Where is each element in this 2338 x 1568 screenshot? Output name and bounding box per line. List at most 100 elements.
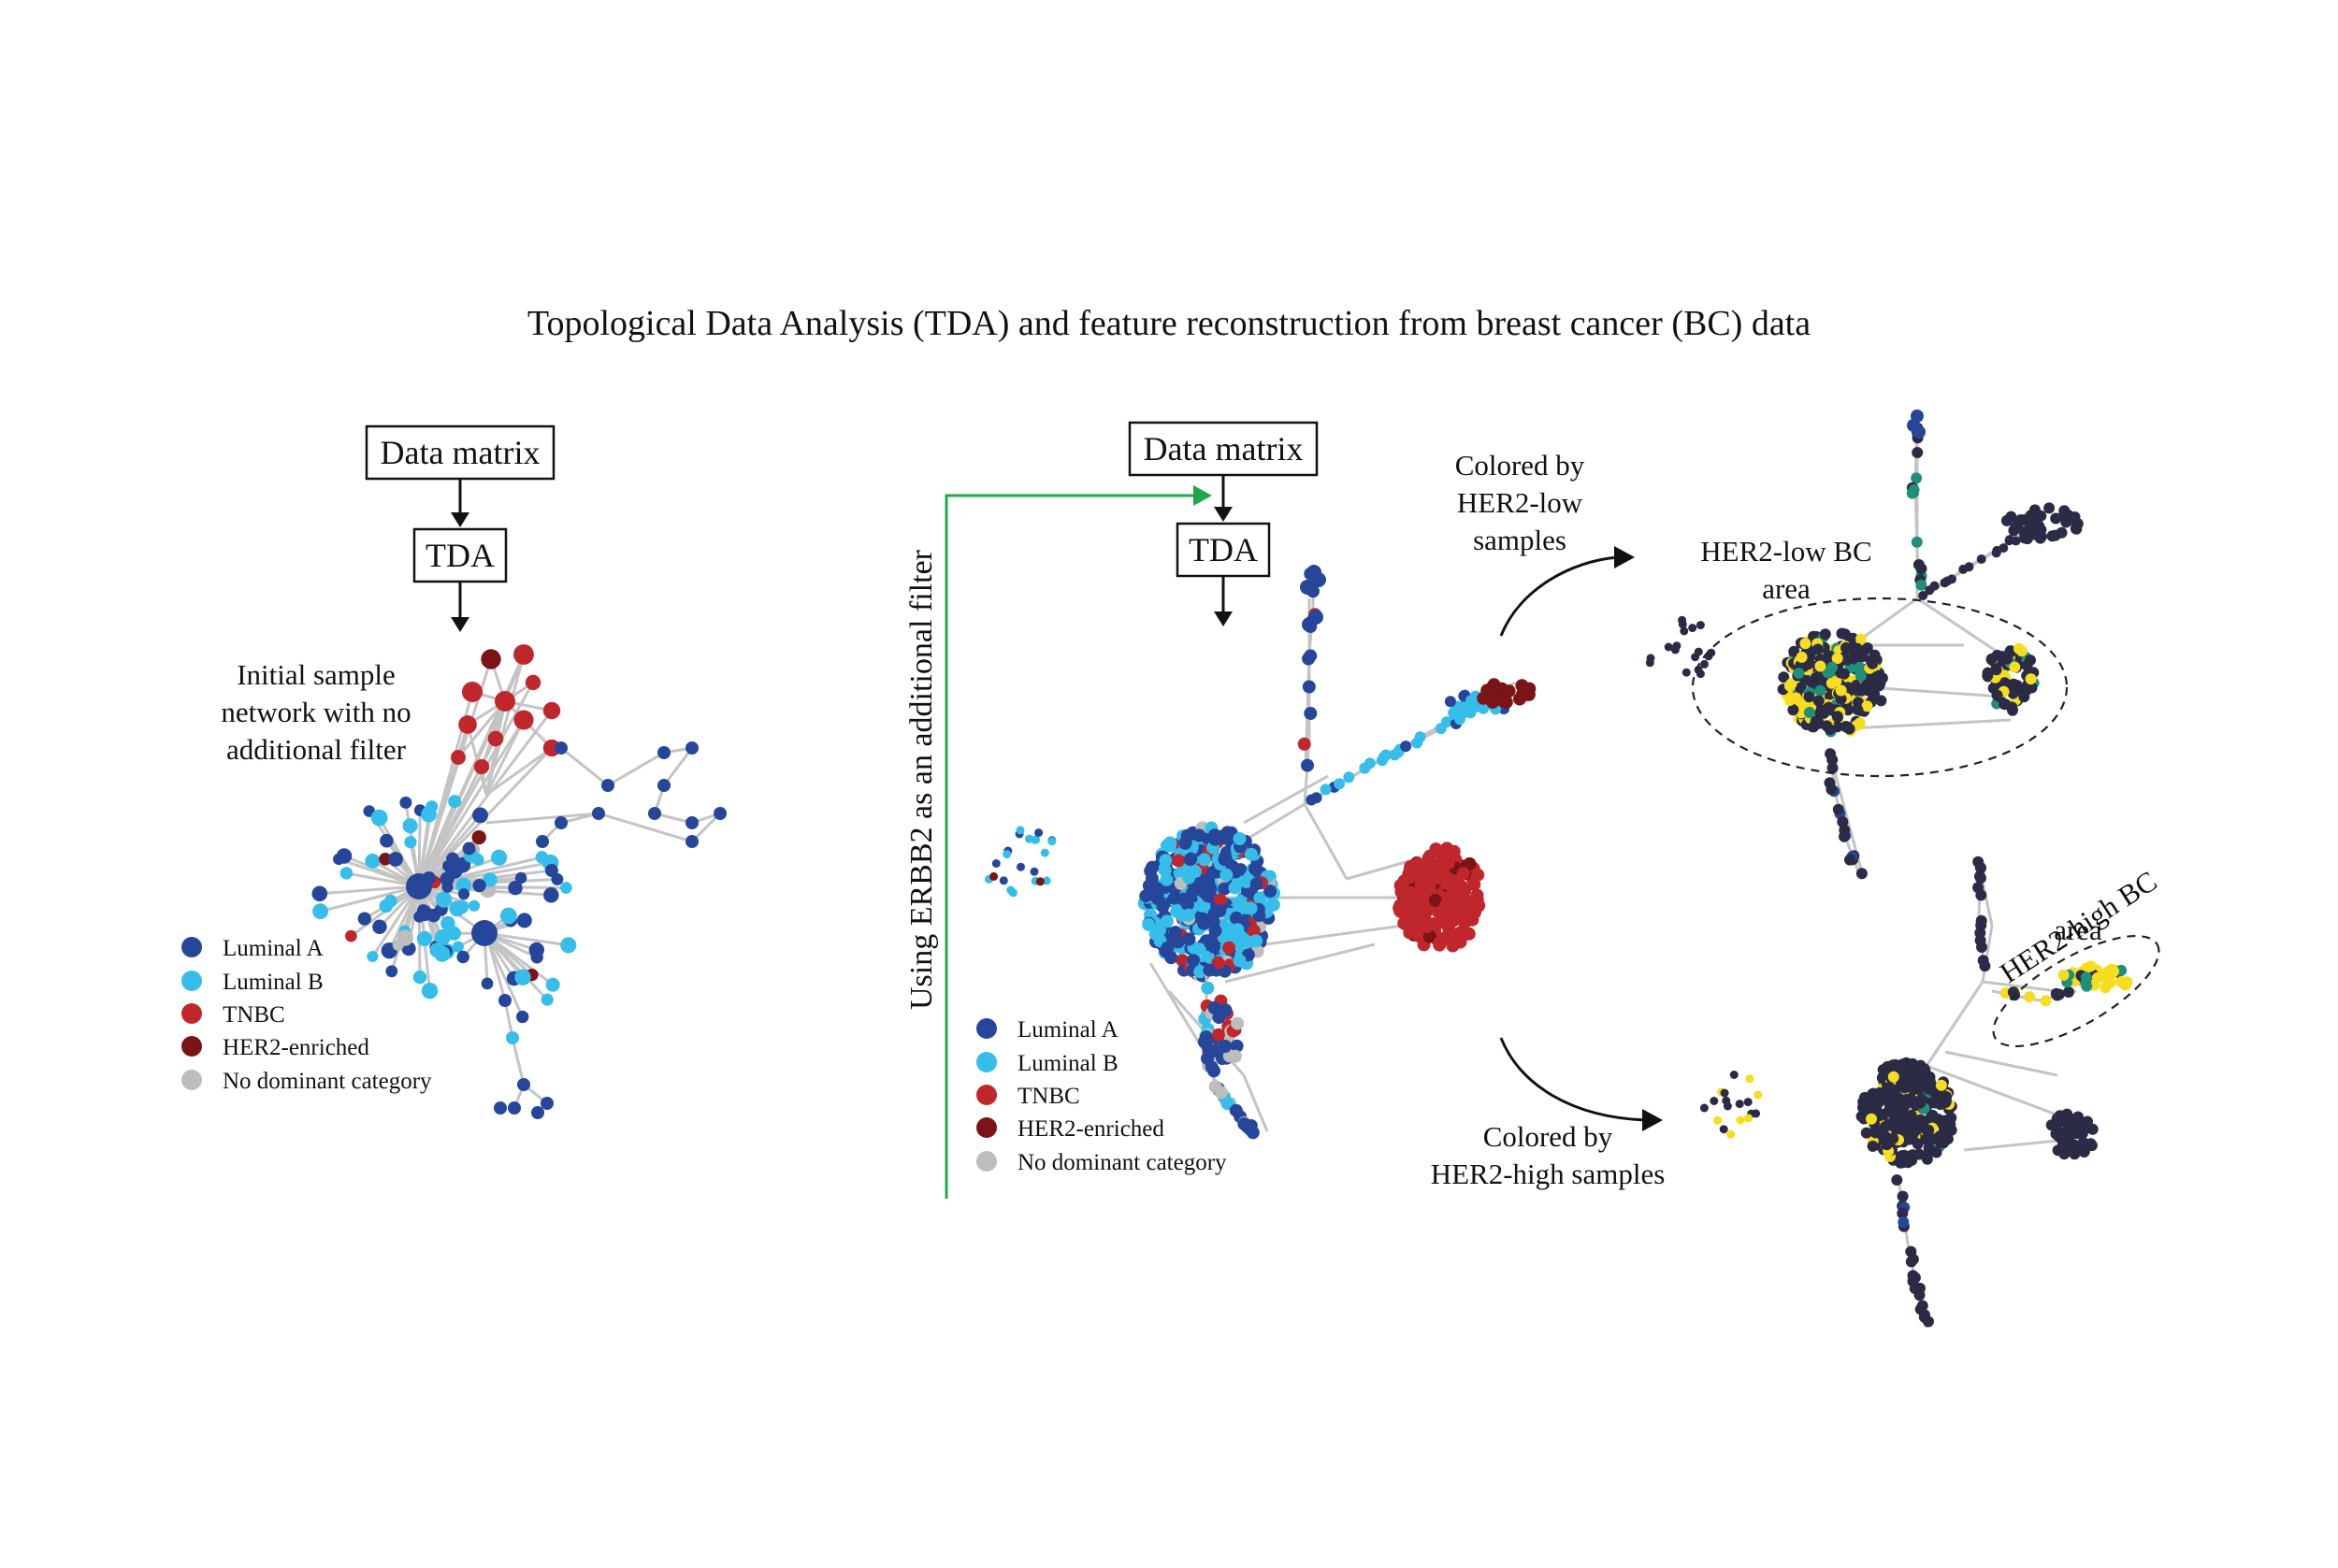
network-node bbox=[1455, 880, 1469, 894]
network-node bbox=[1201, 981, 1215, 995]
network-node bbox=[1222, 941, 1236, 955]
network-node bbox=[1513, 692, 1526, 706]
network-node bbox=[544, 863, 558, 878]
network-node bbox=[1297, 737, 1311, 751]
network-node bbox=[426, 800, 439, 813]
network-node bbox=[2069, 1139, 2081, 1151]
area-low-line-1: HER2-low BC bbox=[1700, 535, 1871, 568]
network-node bbox=[416, 930, 433, 947]
network-node bbox=[1161, 941, 1175, 955]
network-node bbox=[1192, 942, 1206, 957]
network-node bbox=[2025, 655, 2036, 667]
network-node bbox=[1214, 1086, 1228, 1100]
network-node bbox=[345, 929, 357, 942]
middle-arrowhead-2 bbox=[1214, 611, 1233, 626]
network-node bbox=[1860, 1127, 1872, 1139]
network-node bbox=[1898, 1216, 1910, 1229]
network-node bbox=[1929, 581, 1940, 591]
green-filter-arrow bbox=[945, 494, 1195, 1199]
network-node bbox=[1883, 1081, 1896, 1093]
network-edge bbox=[1224, 942, 1376, 984]
network-node bbox=[1427, 858, 1441, 872]
network-node bbox=[1824, 724, 1836, 736]
network-node bbox=[1935, 1079, 1947, 1091]
network-edge bbox=[485, 746, 553, 797]
colored-low-line-1: Colored by bbox=[1455, 449, 1585, 482]
network-node bbox=[1887, 1071, 1899, 1083]
network-node bbox=[2057, 969, 2070, 981]
network-node bbox=[1215, 829, 1229, 843]
network-node bbox=[1302, 680, 1316, 694]
network-node bbox=[481, 977, 494, 990]
network-node bbox=[1439, 870, 1453, 885]
network-node bbox=[1823, 701, 1835, 713]
network-node bbox=[1164, 951, 1178, 965]
network-node bbox=[1183, 853, 1197, 867]
network-node bbox=[1470, 888, 1484, 902]
network-node bbox=[1722, 1096, 1731, 1105]
network-node bbox=[1990, 664, 2002, 676]
network-edge bbox=[1944, 1050, 2058, 1077]
network-node bbox=[1148, 927, 1162, 941]
network-node bbox=[1958, 564, 1969, 574]
network-node bbox=[1463, 903, 1477, 917]
network-node bbox=[379, 853, 392, 866]
network-node bbox=[1826, 661, 1838, 673]
network-node bbox=[2063, 986, 2074, 998]
network-node bbox=[1467, 877, 1481, 891]
network-node bbox=[1904, 1081, 1916, 1093]
network-node bbox=[1688, 624, 1697, 633]
network-node bbox=[1914, 1097, 1927, 1109]
middle-legend-label-luminal-b: Luminal B bbox=[1017, 1051, 1118, 1076]
network-node bbox=[1300, 580, 1315, 595]
her2-low-network bbox=[1645, 410, 2084, 880]
network-node bbox=[473, 758, 490, 775]
network-node bbox=[357, 912, 371, 926]
network-node bbox=[1710, 1097, 1719, 1105]
network-edge bbox=[511, 1037, 526, 1086]
network-node bbox=[1502, 684, 1516, 698]
filter-label: Using ERBB2 as an additional filter bbox=[904, 549, 939, 1010]
left-legend-swatch-no-dominant bbox=[181, 1070, 202, 1090]
network-node bbox=[1826, 677, 1838, 689]
network-node bbox=[1754, 1090, 1763, 1100]
network-node bbox=[1897, 1150, 1909, 1161]
network-node bbox=[1203, 963, 1217, 977]
left-legend-label-luminal-b: Luminal B bbox=[223, 970, 324, 995]
network-node bbox=[535, 851, 549, 864]
network-node bbox=[1304, 649, 1318, 663]
network-node bbox=[312, 903, 329, 920]
network-node bbox=[1645, 658, 1654, 668]
network-node bbox=[1218, 853, 1232, 867]
network-node bbox=[999, 876, 1008, 885]
network-node bbox=[1145, 871, 1159, 885]
network-node bbox=[508, 1101, 521, 1115]
network-node bbox=[2049, 529, 2061, 541]
middle-legend-label-no-dominant: No dominant category bbox=[1017, 1150, 1227, 1175]
network-node bbox=[399, 796, 412, 809]
left-data-matrix-label: Data matrix bbox=[381, 434, 541, 471]
network-node bbox=[1862, 684, 1874, 697]
network-node bbox=[1139, 889, 1153, 903]
middle-legend-swatch-her2-enriched bbox=[976, 1117, 997, 1138]
network-node bbox=[1812, 695, 1825, 707]
network-node bbox=[1854, 661, 1866, 673]
network-edge bbox=[320, 885, 420, 913]
network-node bbox=[392, 939, 404, 951]
left-network bbox=[311, 644, 727, 1119]
network-node bbox=[1422, 929, 1436, 943]
network-node bbox=[406, 873, 432, 899]
network-node bbox=[1248, 862, 1262, 875]
network-node bbox=[1977, 955, 1989, 967]
network-node bbox=[1681, 668, 1691, 677]
network-node bbox=[555, 816, 568, 829]
colored-low-line-2: HER2-low bbox=[1457, 486, 1583, 519]
network-node bbox=[1244, 847, 1258, 861]
network-node bbox=[2043, 502, 2056, 514]
network-edge bbox=[417, 700, 507, 887]
network-node bbox=[1915, 579, 1927, 591]
network-node bbox=[1160, 914, 1174, 928]
left-legend-swatch-tnbc bbox=[181, 1003, 202, 1024]
network-node bbox=[1803, 707, 1815, 718]
